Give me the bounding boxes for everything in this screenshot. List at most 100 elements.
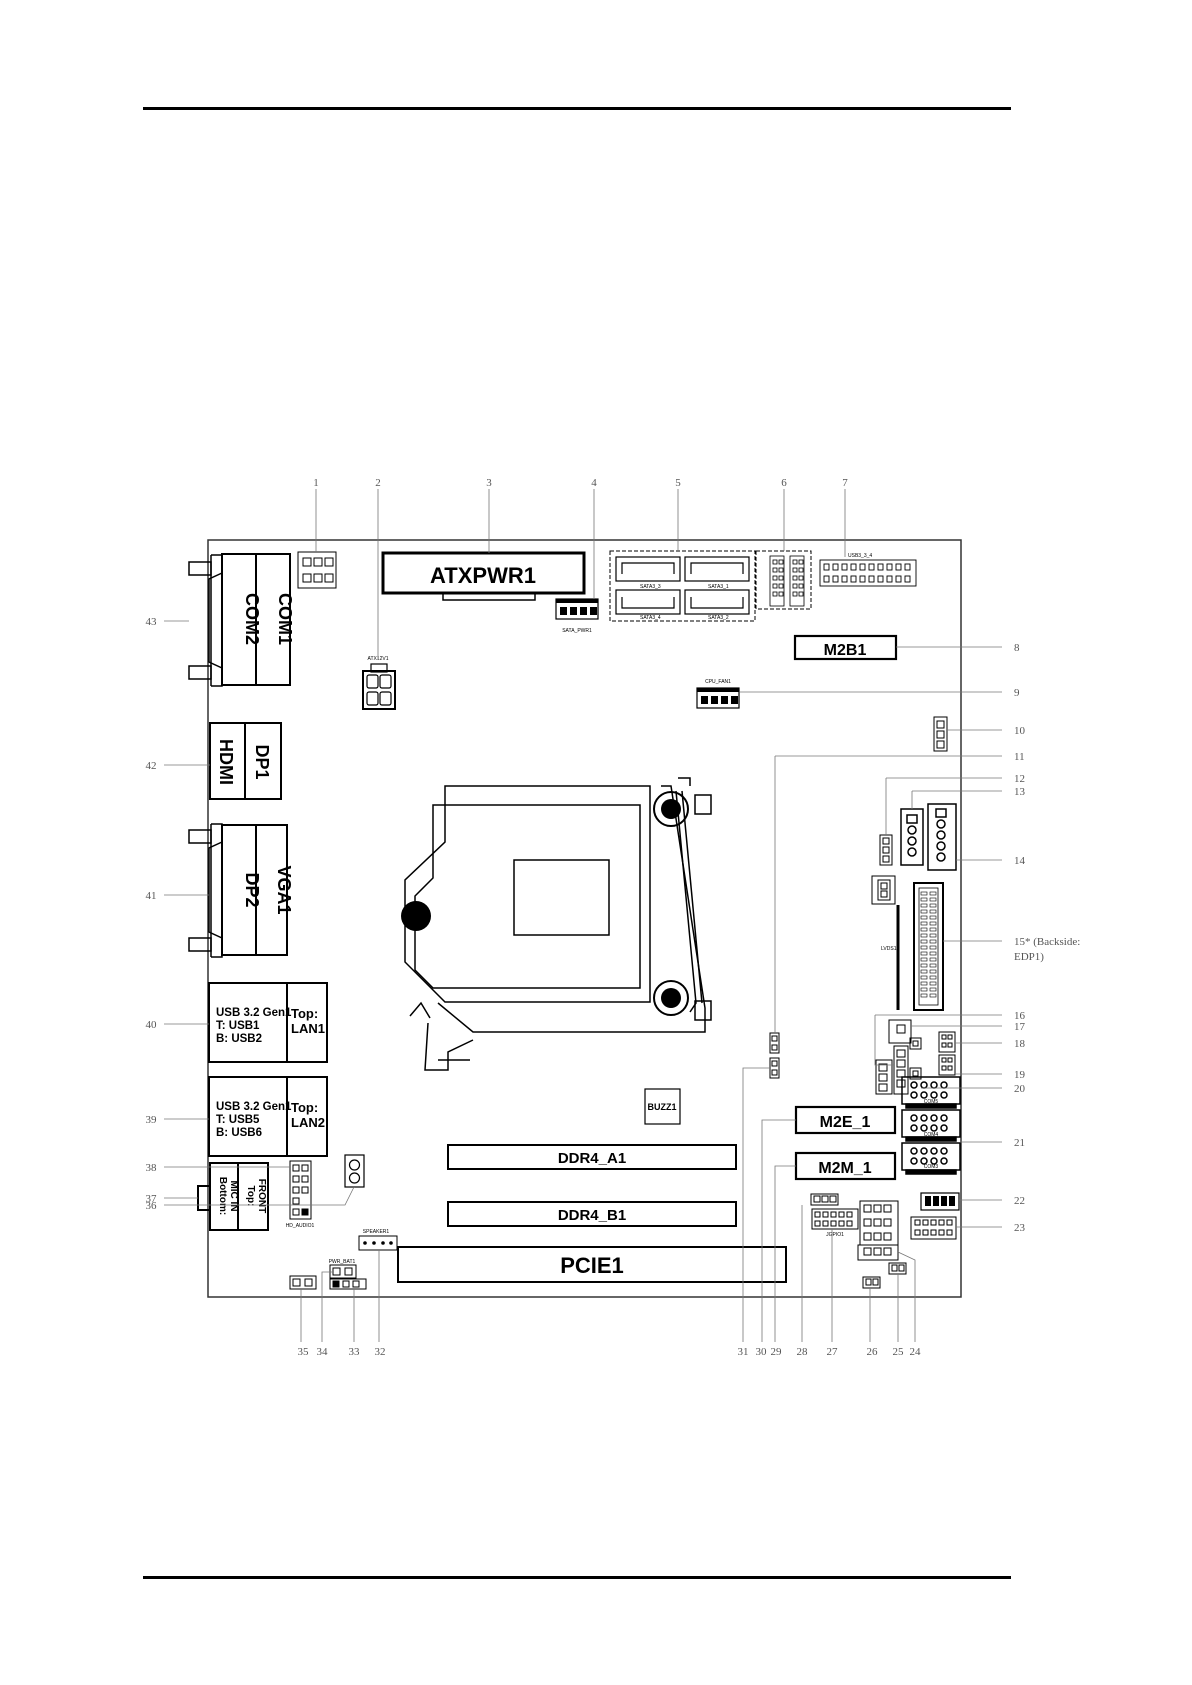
callout-28: 28 (797, 1346, 809, 1358)
lan2-line2: LAN2 (291, 1115, 325, 1130)
callout-33: 33 (349, 1346, 361, 1358)
svg-text:SATA3_2: SATA3_2 (708, 615, 729, 621)
usb-stack1-line2: T: USB1 (216, 1020, 260, 1032)
callout-10: 10 (1014, 725, 1026, 737)
sata3-1-port: SATA3_1 (684, 556, 750, 590)
com1-label: COM1 (275, 593, 295, 645)
callout-11: 11 (1014, 751, 1025, 763)
sata-pwr1-label: SATA_PWR1 (562, 628, 592, 634)
callout-31: 31 (738, 1346, 749, 1358)
pcie1-slot (397, 1246, 787, 1283)
audio-mic-label: MIC IN (228, 1180, 239, 1211)
callout-16: 16 (1014, 1010, 1026, 1022)
ddr4-a1-slot (447, 1144, 737, 1170)
callout-20: 20 (1014, 1083, 1026, 1095)
speaker1-label: SPEAKER1 (363, 1229, 390, 1235)
cpu-socket (404, 777, 712, 1071)
header-22 (920, 1192, 960, 1211)
usb-lan2-stack (208, 1076, 328, 1157)
callout-5: 5 (675, 477, 681, 489)
callout-30: 30 (756, 1346, 768, 1358)
socket-post-3 (401, 901, 431, 931)
callout-9: 9 (1014, 687, 1020, 699)
callout-43: 43 (146, 616, 158, 628)
bottom-rule (143, 1576, 1011, 1579)
com4-header (901, 1109, 961, 1142)
callout-14: 14 (1014, 855, 1026, 867)
sata3-3-port: SATA3_3 (615, 556, 681, 590)
usb-stack2-line2: T: USB5 (216, 1114, 260, 1126)
com4-label: COM4 (924, 1132, 939, 1138)
header-12 (879, 834, 893, 866)
jgpio1-header (811, 1208, 859, 1230)
audio-bottom-label: Bottom: (217, 1177, 228, 1215)
com2-label: COM2 (242, 593, 262, 645)
callout-8: 8 (1014, 642, 1020, 654)
callout-17: 17 (1014, 1021, 1026, 1033)
svg-text:SATA3_1: SATA3_1 (708, 584, 729, 590)
header-18 (938, 1031, 956, 1053)
atx12v1-connector (362, 663, 396, 710)
com3-header (901, 1142, 961, 1175)
sata3-4-port: SATA3_4 (615, 589, 681, 621)
callout-21: 21 (1014, 1137, 1025, 1149)
callout-18: 18 (1014, 1038, 1026, 1050)
leader-lines (164, 489, 1002, 1342)
callout-15-line2: EDP1) (1014, 951, 1044, 963)
dp1-label: DP1 (252, 744, 272, 779)
m2m-1-label: M2M_1 (818, 1160, 871, 1177)
pwr-bat1-header (329, 1264, 357, 1279)
callout-2: 2 (375, 477, 381, 489)
usb-stack1-line3: B: USB2 (216, 1033, 262, 1045)
usb-stack2-line3: B: USB6 (216, 1127, 262, 1139)
header-17 (888, 1019, 912, 1044)
header-6 (769, 555, 805, 607)
ddr4-a1-label: DDR4_A1 (558, 1150, 626, 1167)
svg-text:SATA3_3: SATA3_3 (640, 584, 661, 590)
header-16 (875, 1045, 909, 1095)
ddr4-b1-label: DDR4_B1 (558, 1207, 626, 1224)
socket-post-1 (653, 791, 689, 827)
header-10 (933, 716, 948, 752)
callout-19: 19 (1014, 1069, 1026, 1081)
callout-38: 38 (146, 1162, 158, 1174)
header-31 (769, 1032, 780, 1079)
callout-4: 4 (591, 477, 597, 489)
callout-23: 23 (1014, 1222, 1026, 1234)
callout-7: 7 (842, 477, 848, 489)
usb-lan1-stack (208, 982, 328, 1063)
callout-42: 42 (146, 760, 157, 772)
callout-40: 40 (146, 1019, 158, 1031)
header-23 (910, 1216, 957, 1240)
dp2-vga1-stack (188, 823, 288, 958)
audio-top-label: Top: (245, 1186, 256, 1207)
ddr4-b1-slot (447, 1201, 737, 1227)
m2b1-label: M2B1 (824, 642, 867, 659)
header-26 (862, 1276, 881, 1289)
callout-34: 34 (317, 1346, 329, 1358)
hdmi-dp1-stack (209, 722, 282, 800)
m2e-1-label: M2E_1 (820, 1114, 871, 1131)
cpu-fan1-label: CPU_FAN1 (705, 679, 731, 685)
callout-36: 36 (146, 1200, 158, 1212)
board-outline (207, 539, 962, 1298)
lvds1-label: LVDS1 (881, 946, 897, 952)
header-1 (297, 551, 337, 589)
callout-15-line1: 15* (Backside: (1014, 936, 1080, 948)
callout-22: 22 (1014, 1195, 1025, 1207)
callout-29: 29 (771, 1346, 783, 1358)
callout-39: 39 (146, 1114, 158, 1126)
pcie1-label: PCIE1 (560, 1253, 624, 1278)
com-port-stack (188, 553, 291, 687)
header-33 (329, 1278, 367, 1290)
connector-14 (927, 803, 957, 871)
top-rule (143, 107, 1011, 110)
header-lvds-side (871, 875, 896, 905)
callout-37: 37 (146, 1193, 158, 1205)
buzz1-label: BUZZ1 (648, 1102, 677, 1112)
vga1-label: VGA1 (274, 865, 294, 914)
header-20 (909, 1037, 922, 1080)
callout-35: 35 (298, 1346, 310, 1358)
callout-41: 41 (146, 890, 157, 902)
